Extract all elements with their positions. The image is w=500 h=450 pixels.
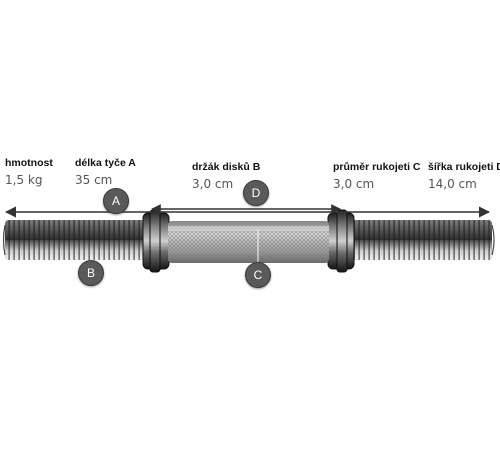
marker-a: A bbox=[103, 188, 129, 214]
marker-d: D bbox=[243, 180, 269, 206]
spec-weight-label: hmotnost bbox=[5, 157, 53, 169]
knurled-grip bbox=[168, 221, 329, 263]
spec-bar-length: délka tyče A 35 cm bbox=[75, 157, 136, 187]
spec-grip-width-value: 14,0 cm bbox=[428, 177, 477, 191]
spec-weight-value: 1,5 kg bbox=[5, 173, 43, 187]
spec-disc-holder-value: 3,0 cm bbox=[192, 177, 234, 191]
spec-bar-length-label: délka tyče A bbox=[75, 157, 136, 169]
spec-grip-diameter: průměr rukojeti C 3,0 cm bbox=[333, 161, 421, 191]
left-collar bbox=[142, 209, 170, 273]
spec-bar-length-value: 35 cm bbox=[75, 173, 113, 187]
spec-disc-holder: držák disků B 3,0 cm bbox=[192, 161, 260, 191]
spec-grip-width-label: šířka rukojeti D bbox=[428, 161, 500, 173]
spec-disc-holder-label: držák disků B bbox=[192, 161, 261, 173]
spec-grip-diameter-value: 3,0 cm bbox=[333, 177, 375, 191]
spec-weight: hmotnost 1,5 kg bbox=[5, 157, 53, 187]
right-collar bbox=[327, 209, 355, 273]
spec-grip-width: šířka rukojeti D 14,0 cm bbox=[428, 161, 500, 191]
spec-grip-diameter-label: průměr rukojeti C bbox=[333, 161, 421, 173]
right-threaded-sleeve bbox=[352, 220, 495, 260]
marker-b: B bbox=[78, 260, 104, 286]
marker-c: C bbox=[245, 262, 271, 288]
left-threaded-sleeve bbox=[2, 220, 145, 260]
